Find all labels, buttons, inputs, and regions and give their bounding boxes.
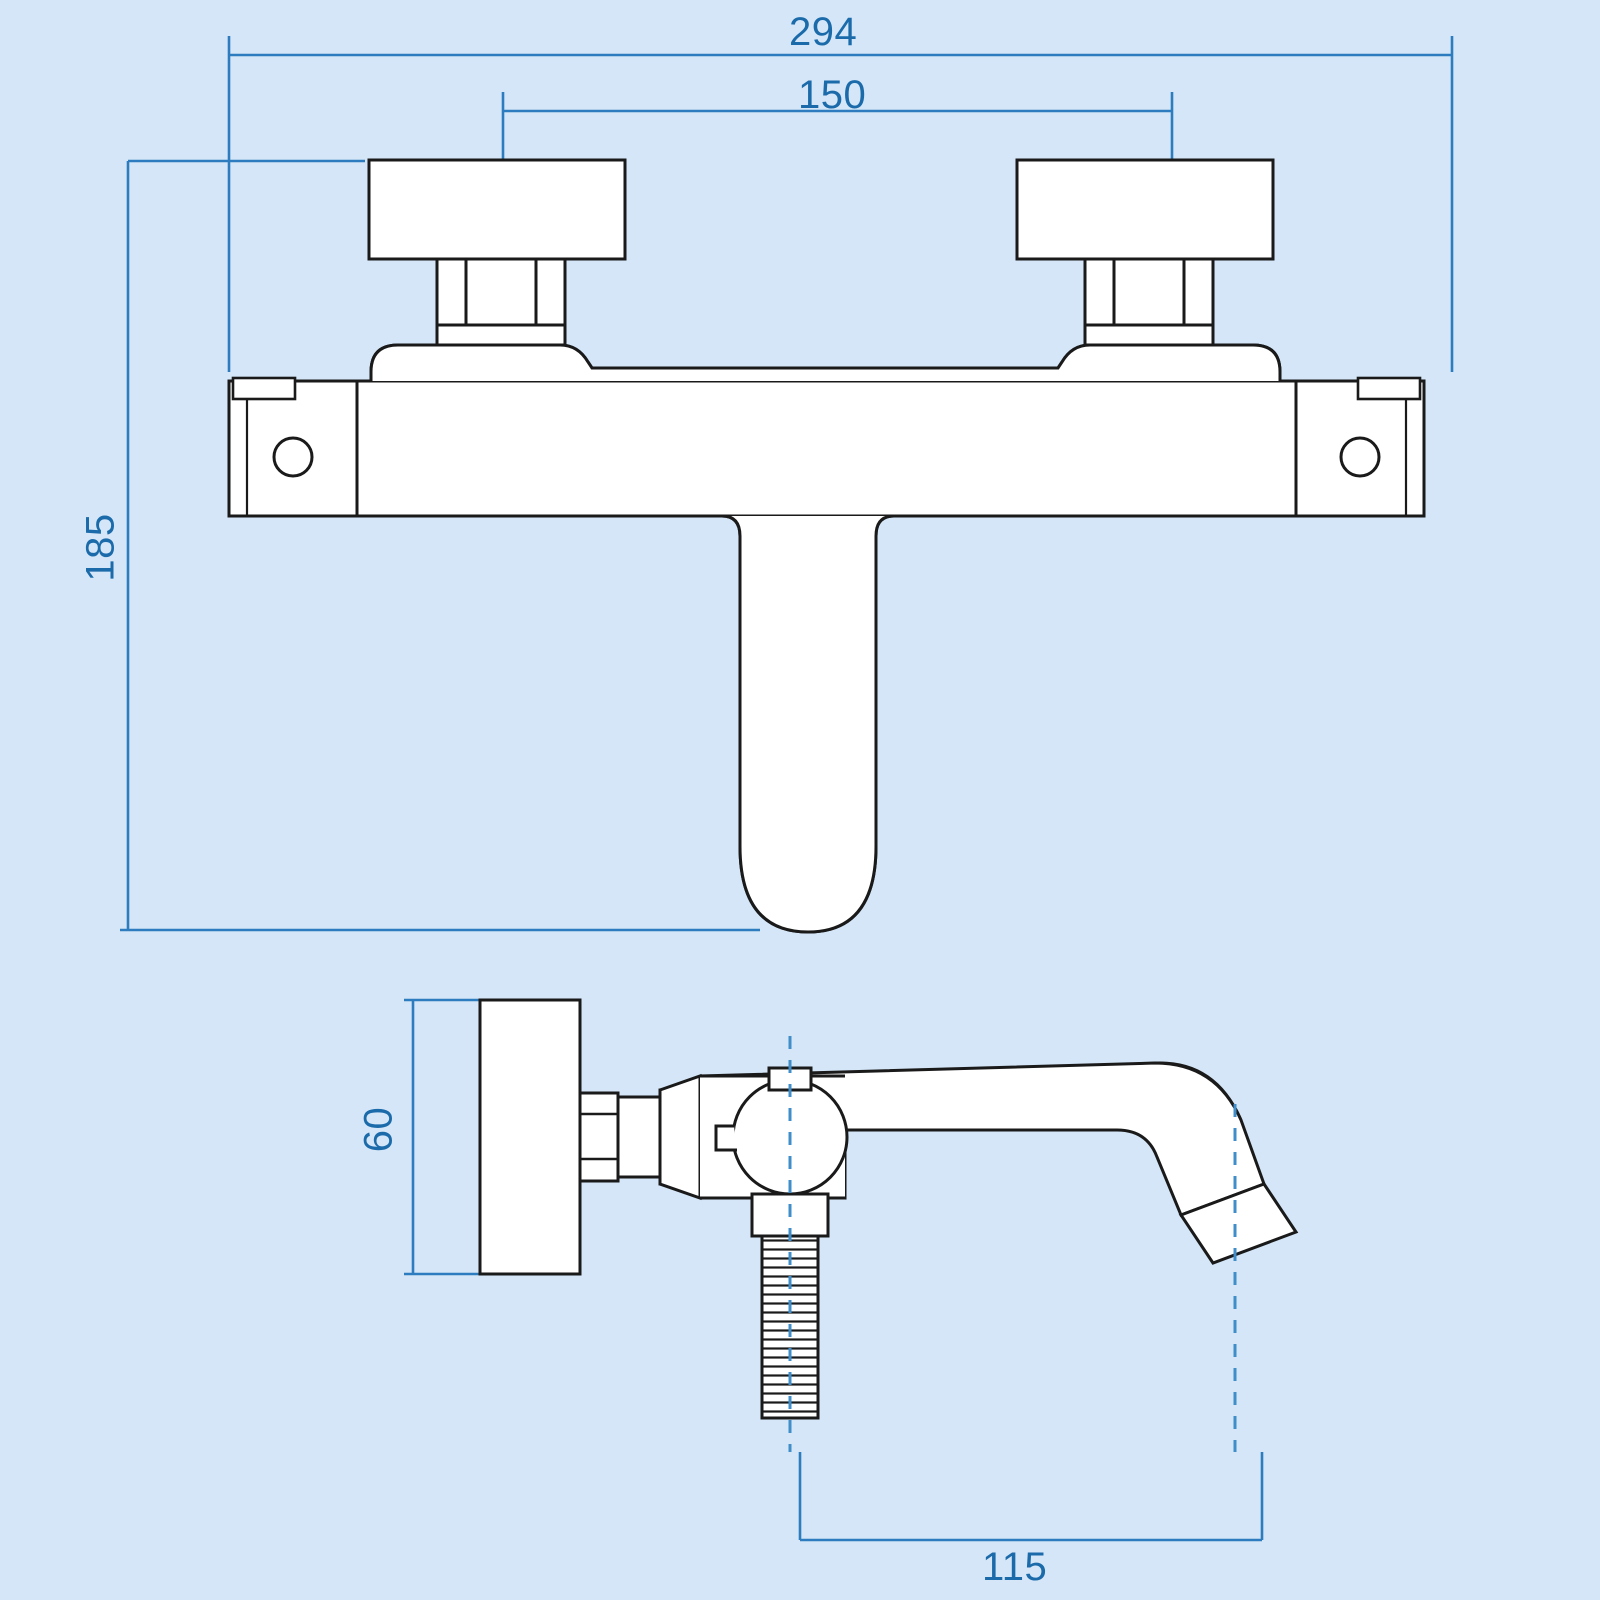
right-valve-step xyxy=(1083,323,1215,347)
dimension-label-60: 60 xyxy=(356,1106,401,1153)
side-view-faucet-body xyxy=(478,998,1299,1420)
centre-platform-edge xyxy=(369,343,1282,381)
right-port-hole xyxy=(1339,436,1381,478)
dimension-label-294: 294 xyxy=(789,10,858,54)
spout-outline xyxy=(721,514,895,934)
side-stem-collar-inner xyxy=(616,1095,662,1179)
side-view-centrelines xyxy=(788,1036,1237,1452)
side-view-dimension-lines xyxy=(404,998,1264,1542)
right-handle-cap xyxy=(1015,158,1275,261)
front-view-dimension-lines xyxy=(120,36,1454,932)
side-stem-collar-outer xyxy=(578,1091,620,1183)
front-view-faucet-body xyxy=(227,158,1426,934)
left-valve-step xyxy=(435,323,567,347)
left-port-hole xyxy=(272,436,314,478)
side-body-block xyxy=(658,1073,702,1201)
right-mounting-tab xyxy=(1356,376,1422,401)
dimension-label-185: 185 xyxy=(78,513,123,582)
body-bar-fill xyxy=(229,381,1424,516)
side-spout-edge xyxy=(699,1061,1266,1217)
left-handle-cap xyxy=(367,158,627,261)
right-collar xyxy=(1083,256,1215,327)
side-handle-block xyxy=(478,998,582,1276)
spout-fill xyxy=(722,516,894,932)
side-spout-outlet xyxy=(1178,1182,1299,1265)
left-mounting-tab xyxy=(231,376,297,401)
dimension-label-150: 150 xyxy=(798,73,867,117)
side-cartridge-tab xyxy=(714,1124,737,1152)
dimension-label-115: 115 xyxy=(982,1545,1048,1589)
side-threaded-shank xyxy=(760,1234,820,1420)
left-collar xyxy=(435,256,567,327)
centre-platform-fill xyxy=(371,345,1280,381)
